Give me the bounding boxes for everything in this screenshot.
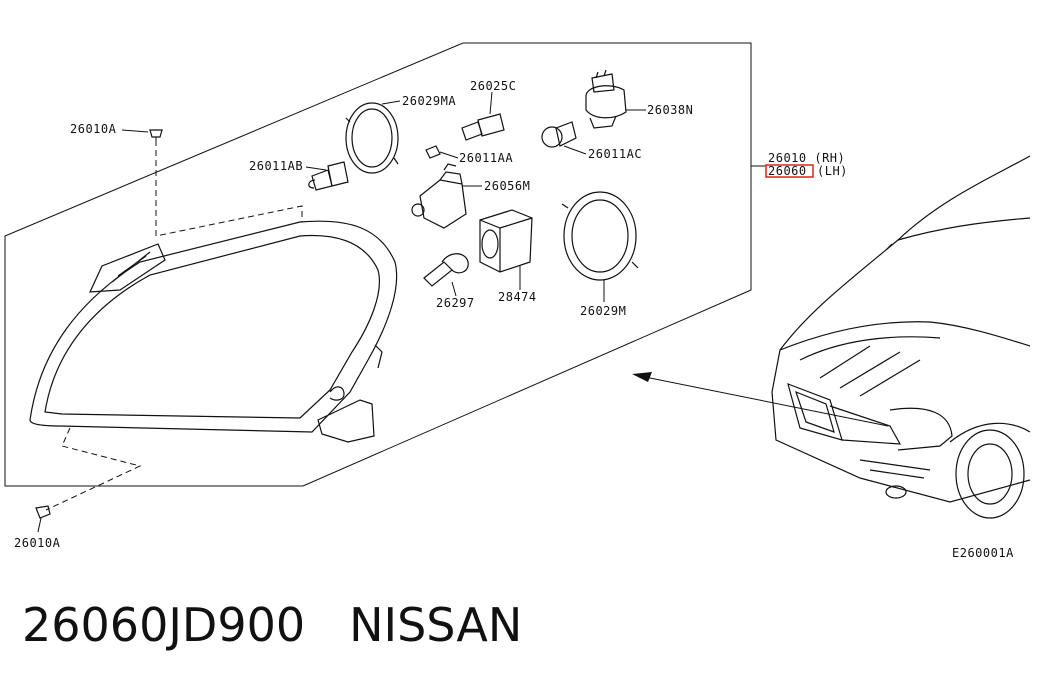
label-26297: 26297	[436, 296, 475, 310]
location-arrow	[632, 372, 889, 427]
label-26011aa: 26011AA	[459, 151, 513, 165]
label-26029ma: 26029MA	[402, 94, 456, 108]
label-26011ab: 26011AB	[249, 159, 303, 173]
socket-26038n-icon	[585, 69, 627, 129]
bolt-bottom-icon	[35, 505, 51, 519]
ring-26029ma-icon	[345, 102, 399, 174]
label-26029m: 26029M	[580, 304, 626, 318]
label-28474: 28474	[498, 290, 537, 304]
label-26010-rh: 26010 (RH)	[768, 151, 845, 165]
label-26056m: 26056M	[484, 179, 530, 193]
headlamp-housing	[29, 220, 398, 443]
bulb-26297-icon	[423, 253, 469, 287]
highlight-box	[765, 164, 814, 178]
vehicle-sketch	[771, 155, 1031, 519]
bulb-26011aa-icon	[425, 145, 441, 159]
socket-26025c-icon	[461, 113, 505, 141]
actuator-26056m-icon	[411, 163, 467, 229]
assembly-frame	[4, 42, 752, 487]
label-diagram-code: E260001A	[952, 546, 1014, 560]
part-number: 26060JD900	[22, 598, 306, 652]
exploded-parts-diagram: 26010A 26010A 26011AB 26029MA 26025C 260…	[4, 42, 1031, 560]
label-26010a-top: 26010A	[70, 122, 117, 136]
brand-name: NISSAN	[349, 598, 523, 652]
ring-26029m-icon	[561, 191, 639, 281]
label-lh-side: (LH)	[817, 164, 848, 178]
bolt-top-leader	[155, 140, 303, 237]
bulb-26011ac-icon	[541, 121, 577, 148]
label-26011ac: 26011AC	[588, 147, 642, 161]
bolt-top-icon	[149, 129, 163, 146]
label-26060-lh: 26060	[768, 164, 807, 178]
bolt-bottom-leader	[45, 427, 142, 511]
part-caption: 26060JD900 NISSAN	[22, 598, 566, 652]
ballast-28474-icon	[479, 209, 533, 273]
label-26025c: 26025C	[470, 79, 516, 93]
label-26010a-bottom: 26010A	[14, 536, 61, 550]
bulb-26011ab-icon	[308, 161, 349, 191]
label-26038n: 26038N	[647, 103, 693, 117]
